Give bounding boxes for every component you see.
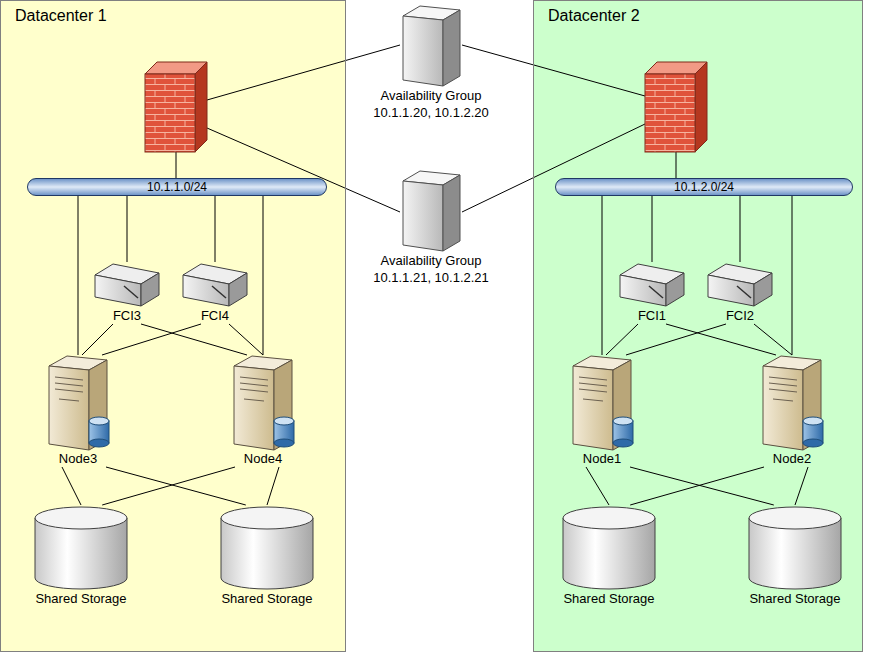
connector-line	[626, 324, 726, 355]
connector-line	[141, 324, 247, 355]
server-icon	[569, 355, 635, 451]
connector-line	[106, 467, 246, 505]
node-label: Node1	[583, 451, 621, 467]
shared-storage: Shared Storage	[28, 505, 134, 607]
connector-line	[795, 467, 808, 505]
group-label: Availability Group 10.1.1.20, 10.1.2.20	[365, 87, 497, 121]
node-label: Node4	[244, 451, 282, 467]
node-label: Node3	[59, 451, 97, 467]
ag-icon	[400, 170, 462, 252]
connector-line	[267, 467, 279, 505]
cluster-instance: FCI2	[705, 262, 775, 324]
connector-line	[263, 196, 264, 355]
instance-label: FCI3	[113, 308, 141, 324]
server-icon	[759, 355, 825, 451]
network-label: 10.1.1.0/24	[147, 180, 207, 194]
group-label: Availability Group 10.1.1.21, 10.1.2.21	[365, 252, 497, 286]
connector-line	[754, 324, 792, 355]
connector-line	[630, 467, 764, 505]
node-label: Node2	[773, 451, 811, 467]
connector-line	[740, 196, 741, 262]
connector-line	[102, 324, 201, 355]
server-node: Node1	[562, 355, 642, 467]
cluster-instance: FCI3	[92, 262, 162, 324]
connector-line	[606, 324, 638, 355]
storage-label: Shared Storage	[563, 591, 654, 607]
storage-label: Shared Storage	[35, 591, 126, 607]
storage-icon	[219, 505, 315, 591]
fci-icon	[707, 262, 773, 308]
server-node: Node2	[752, 355, 832, 467]
instance-label: FCI4	[201, 308, 229, 324]
connector-line	[652, 196, 653, 262]
server-icon	[230, 355, 296, 451]
fci-icon	[94, 262, 160, 308]
connector-line	[127, 196, 128, 262]
shared-storage: Shared Storage	[556, 505, 662, 607]
network-label: 10.1.2.0/24	[674, 180, 734, 194]
datacenter-ground	[533, 0, 863, 652]
instance-label: FCI1	[638, 308, 666, 324]
availability-group: Availability Group 10.1.1.21, 10.1.2.21	[356, 170, 506, 286]
storage-icon	[747, 505, 843, 591]
panel-title: Datacenter 1	[15, 7, 107, 25]
datacenter-ground	[0, 0, 346, 652]
connector-line	[792, 196, 793, 355]
cluster-instance: FCI4	[180, 262, 250, 324]
shared-storage: Shared Storage	[742, 505, 848, 607]
connector-line	[102, 467, 235, 505]
shared-storage: Shared Storage	[214, 505, 320, 607]
storage-icon	[561, 505, 657, 591]
datacenter-panel: Datacenter 1 10.1.1.0/24FCI3 FCI4Node3 Node…	[0, 0, 346, 652]
server-node: Node3	[38, 355, 118, 467]
server-node: Node4	[223, 355, 303, 467]
ag-icon	[400, 5, 462, 87]
cluster-instance: FCI1	[617, 262, 687, 324]
connector-line	[630, 467, 774, 505]
connector-line	[215, 196, 216, 262]
fci-icon	[619, 262, 685, 308]
network-bar: 10.1.2.0/24	[555, 178, 853, 196]
instance-label: FCI2	[726, 308, 754, 324]
connector-line	[78, 196, 79, 355]
server-icon	[45, 355, 111, 451]
availability-group: Availability Group 10.1.1.20, 10.1.2.20	[356, 5, 506, 121]
network-bar: 10.1.1.0/24	[27, 178, 327, 196]
storage-label: Shared Storage	[221, 591, 312, 607]
storage-label: Shared Storage	[749, 591, 840, 607]
connector-line	[62, 467, 81, 505]
fci-icon	[182, 262, 248, 308]
connector-line	[82, 324, 113, 355]
firewall-icon	[645, 62, 707, 152]
connector-line	[602, 196, 603, 355]
firewall-icon	[145, 62, 207, 152]
panel-title: Datacenter 2	[548, 7, 640, 25]
connector-line	[229, 324, 263, 355]
connector-line	[586, 467, 609, 505]
storage-icon	[33, 505, 129, 591]
datacenter-panel: Datacenter 2 10.1.2.0/24FCI1 FCI2Node1 Node…	[533, 0, 863, 652]
